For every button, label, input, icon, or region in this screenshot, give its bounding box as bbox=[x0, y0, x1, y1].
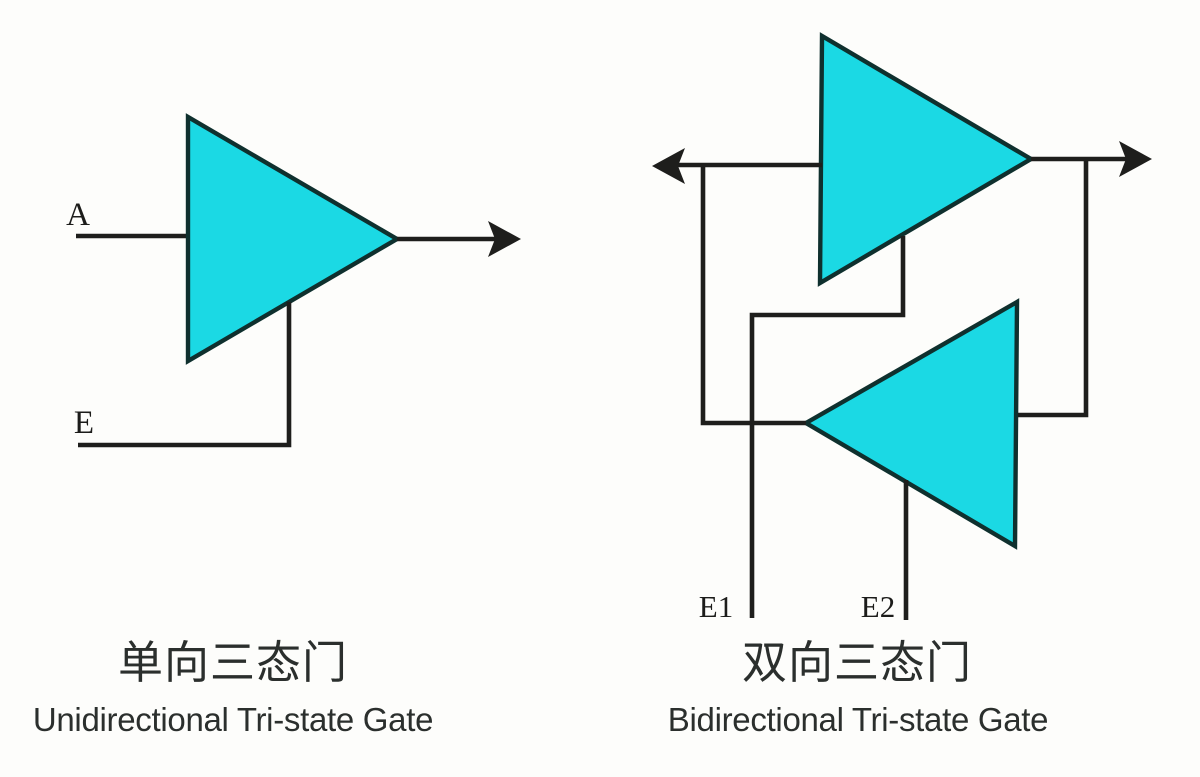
right-caption-english: Bidirectional Tri-state Gate bbox=[667, 701, 1049, 738]
enable-e1-label: E1 bbox=[699, 589, 733, 624]
unidirectional-gate-diagram: A E bbox=[66, 113, 521, 448]
right-caption-chinese: 双向三态门 bbox=[741, 637, 973, 688]
right-arrow-icon bbox=[488, 221, 521, 257]
bidirectional-gate-diagram: E1 E2 bbox=[652, 32, 1152, 624]
enable-e1-wire bbox=[749, 236, 906, 618]
left-branch-wire bbox=[700, 165, 806, 426]
left-caption-english: Unidirectional Tri-state Gate bbox=[32, 701, 434, 738]
right-branch-wire bbox=[1018, 159, 1089, 418]
enable-e2-label: E2 bbox=[861, 589, 895, 624]
top-buffer-triangle bbox=[817, 32, 1036, 287]
input-a-label: A bbox=[66, 197, 90, 233]
enable-e-label: E bbox=[74, 405, 94, 441]
right-arrow-icon bbox=[1119, 141, 1152, 177]
buffer-triangle bbox=[185, 113, 402, 365]
bottom-buffer-triangle bbox=[801, 298, 1020, 550]
enable-e-wire bbox=[78, 302, 292, 448]
left-caption-chinese: 单向三态门 bbox=[117, 637, 349, 688]
left-arrow-icon bbox=[652, 148, 685, 184]
